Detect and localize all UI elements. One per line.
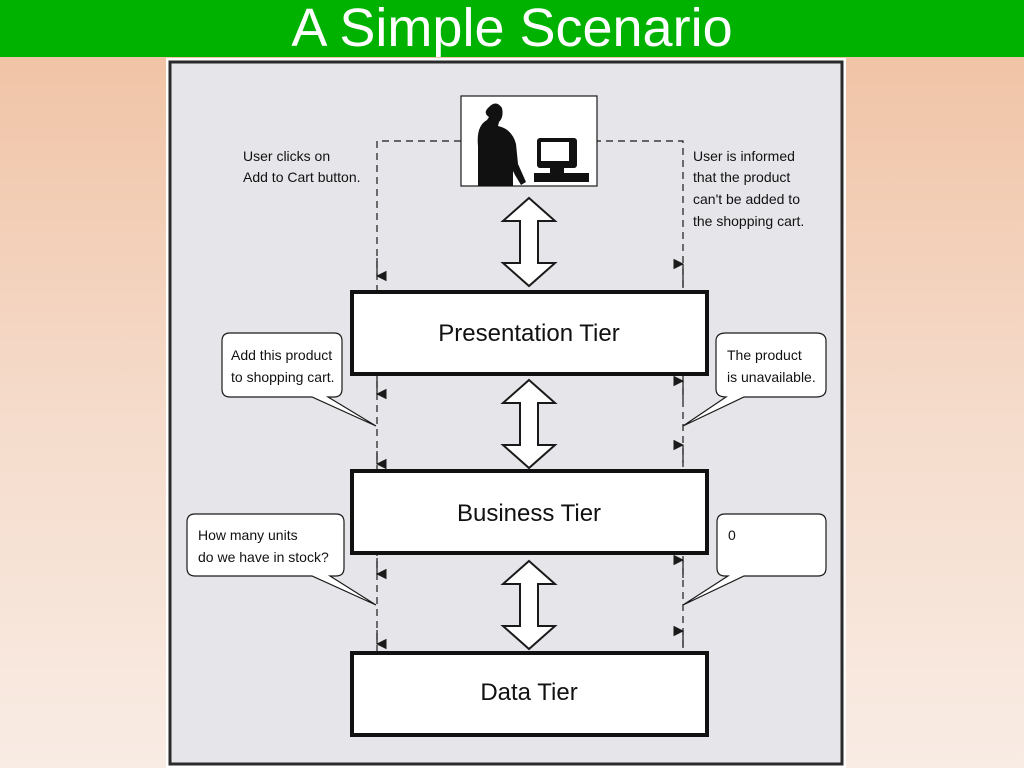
- bubble-line: How many units: [198, 527, 298, 543]
- note-line: the shopping cart.: [693, 213, 804, 229]
- unavailable-bubble: The product is unavailable.: [682, 332, 827, 427]
- note-line: Add to Cart button.: [243, 169, 361, 185]
- note-line: User is informed: [693, 148, 795, 164]
- note-line: User clicks on: [243, 148, 330, 164]
- bubble-line: Add this product: [231, 347, 332, 363]
- tier-links: [500, 196, 558, 651]
- user-at-computer-icon: [460, 95, 598, 187]
- units-query-bubble: How many units do we have in stock?: [186, 513, 377, 606]
- bubble-line: The product: [727, 347, 802, 363]
- bubble-line: do we have in stock?: [198, 549, 329, 565]
- double-arrow-icon: [500, 559, 558, 651]
- tier-label: Presentation Tier: [438, 320, 619, 347]
- tier-label: Business Tier: [457, 500, 601, 527]
- add-product-bubble: Add this product to shopping cart.: [221, 332, 377, 427]
- note-line: that the product: [693, 169, 790, 185]
- user-action-note: User clicks on Add to Cart button.: [243, 148, 361, 185]
- three-tier-diagram: Presentation Tier Business Tier Data Tie…: [168, 60, 844, 766]
- title-bar: A Simple Scenario: [0, 0, 1024, 58]
- tier-label: Data Tier: [480, 679, 577, 706]
- bubble-line: is unavailable.: [727, 369, 816, 385]
- bubble-line: 0: [728, 527, 736, 543]
- bubble-line: to shopping cart.: [231, 369, 335, 385]
- data-tier: Data Tier: [350, 651, 709, 737]
- double-arrow-icon: [500, 378, 558, 470]
- user-informed-note: User is informed that the product can't …: [693, 148, 804, 229]
- presentation-tier: Presentation Tier: [350, 290, 709, 376]
- diagram-frame: Presentation Tier Business Tier Data Tie…: [166, 58, 846, 768]
- business-tier: Business Tier: [350, 469, 709, 555]
- double-arrow-icon: [500, 196, 558, 288]
- stock-result-bubble: 0: [682, 513, 827, 606]
- note-line: can't be added to: [693, 191, 800, 207]
- slide-title: A Simple Scenario: [291, 0, 733, 58]
